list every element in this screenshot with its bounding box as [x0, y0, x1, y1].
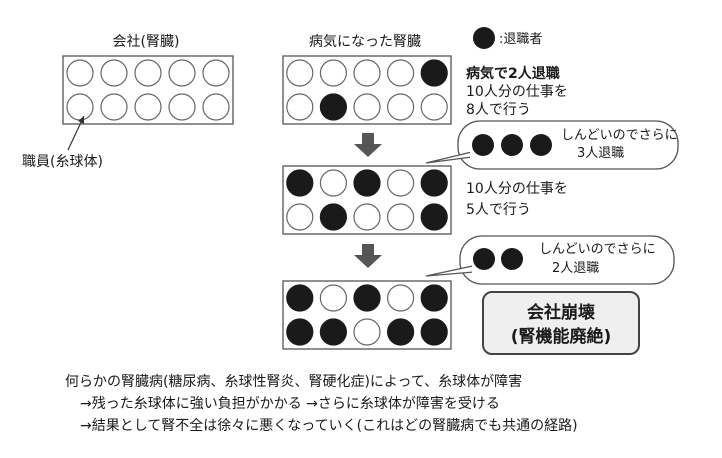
collapse-subtitle: (腎機能廃絶): [511, 326, 612, 347]
staff-circle: [353, 93, 381, 121]
staff-circle: [134, 93, 162, 121]
retired-staff-circle: [420, 169, 448, 197]
note-ten-work-line1: 10人分の仕事を: [466, 84, 568, 100]
staff-pointer-head: [78, 116, 84, 124]
footer-line-2: →残った糸球体に強い負担がかかる →さらに糸球体が障害を受ける: [80, 396, 500, 412]
staff-label: 職員(糸球体): [22, 154, 103, 170]
bubble-three-line1: しんどいのでさらに: [561, 128, 678, 143]
staff-circle: [353, 59, 381, 87]
panel-sick-1: [282, 55, 452, 125]
staff-circle: [319, 284, 347, 312]
panel-sick-3: [282, 280, 452, 350]
down-arrow-2: [354, 244, 382, 268]
staff-circle: [353, 318, 381, 346]
retired-staff-circle: [319, 203, 347, 231]
retired-staff-circle: [420, 59, 448, 87]
staff-circle: [387, 59, 415, 87]
retired-staff-circle: [319, 93, 347, 121]
retired-staff-circle: [286, 169, 314, 197]
staff-circle: [168, 59, 196, 87]
staff-circle: [202, 59, 230, 87]
retired-staff-circle: [420, 203, 448, 231]
company-collapse-box: 会社崩壊 (腎機能廃絶): [482, 291, 640, 355]
staff-circle: [168, 93, 196, 121]
staff-circle: [100, 93, 128, 121]
footer-line-3: →結果として腎不全は徐々に悪くなっていく(これはどの腎臓病でも共通の経路): [80, 417, 578, 434]
legend-retired-label: :退職者: [499, 32, 542, 47]
bubble-two-retire: しんどいのでさらに 2人退職: [425, 235, 675, 285]
panel-company: [62, 55, 234, 125]
staff-circle: [286, 59, 314, 87]
retired-staff-circle: [319, 318, 347, 346]
retired-staff-circle: [353, 169, 381, 197]
bubble-retire-dot: [473, 248, 495, 270]
legend-retired-dot: [473, 27, 495, 49]
staff-circle: [420, 93, 448, 121]
bubble-two-line2: 2人退職: [552, 261, 599, 276]
staff-circle: [387, 203, 415, 231]
staff-circle: [319, 59, 347, 87]
retired-staff-circle: [420, 284, 448, 312]
down-arrow-1: [354, 133, 382, 157]
footer-line-1: 何らかの腎臓病(糖尿病、糸球性腎炎、腎硬化症)によって、糸球体が障害: [65, 374, 522, 390]
staff-circle: [319, 169, 347, 197]
bubble-retire-dot: [501, 134, 523, 156]
staff-circle: [387, 284, 415, 312]
bubble-retire-dot: [530, 134, 552, 156]
staff-circle: [286, 203, 314, 231]
staff-circle: [387, 169, 415, 197]
staff-circle: [353, 203, 381, 231]
collapse-title: 会社崩壊: [527, 302, 596, 323]
retired-staff-circle: [286, 318, 314, 346]
retired-staff-circle: [286, 284, 314, 312]
retired-staff-circle: [353, 284, 381, 312]
panel-sick-2: [282, 165, 452, 235]
note-sick-two-retire: 病気で2人退職: [466, 65, 560, 82]
note-ten-work-line2: 10人分の仕事を: [466, 181, 568, 197]
staff-circle: [286, 93, 314, 121]
bubble-two-line1: しんどいのでさらに: [539, 242, 656, 257]
bubble-retire-dot: [472, 134, 494, 156]
bubble-three-retire: しんどいのでさらに 3人退職: [425, 120, 679, 170]
staff-circle: [66, 93, 94, 121]
bubble-retire-dot: [501, 248, 523, 270]
title-sick-kidney: 病気になった腎臓: [309, 34, 421, 50]
retired-staff-circle: [387, 318, 415, 346]
staff-circle: [387, 93, 415, 121]
bubble-three-line2: 3人退職: [577, 146, 624, 161]
staff-circle: [202, 93, 230, 121]
note-eight-people: 8人で行う: [466, 102, 531, 118]
retired-staff-circle: [420, 318, 448, 346]
title-company: 会社(腎臓): [113, 34, 180, 50]
staff-circle: [66, 59, 94, 87]
note-five-people: 5人で行う: [466, 202, 531, 218]
staff-circle: [100, 59, 128, 87]
staff-circle: [134, 59, 162, 87]
